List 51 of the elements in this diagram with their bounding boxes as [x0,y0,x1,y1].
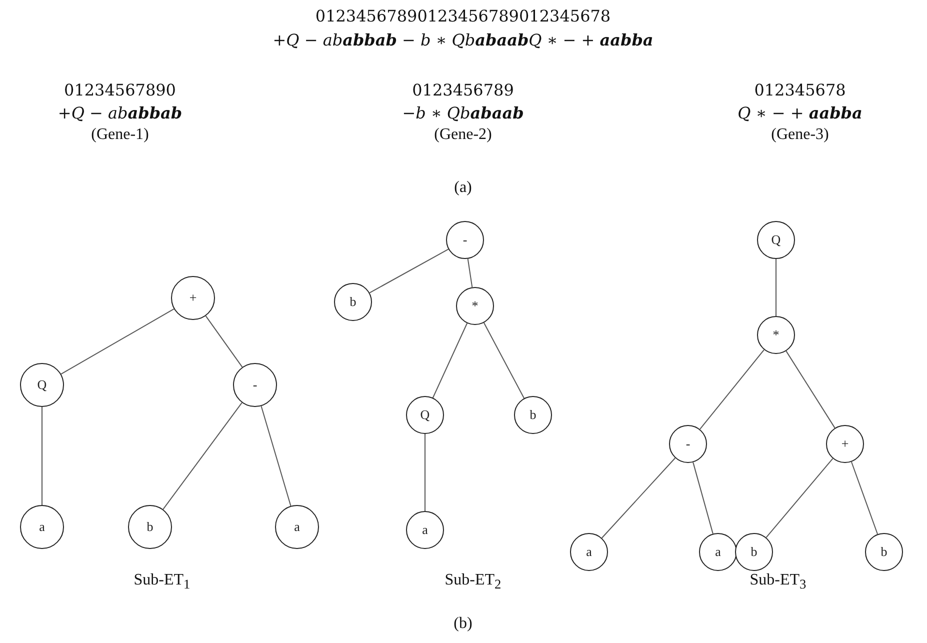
tree-node: a [406,511,444,549]
tree-branch [424,434,426,512]
tree-caption: Sub-ET$_{3}$ [750,571,806,593]
tree-node: b [334,283,372,321]
index-row: 01234567890 [64,80,176,100]
tree-node: - [446,221,484,259]
tree-branch [60,308,174,375]
tree-node: a [275,505,319,549]
tree-branch [850,461,878,535]
tree-node: b [128,505,172,549]
tree-node: a [570,533,608,571]
gene-expression: +Q − ababbab − b ∗ QbabaabQ ∗ − + aabba [272,30,654,50]
tree-branch [205,315,243,368]
tree-node: b [865,533,903,571]
tree-branch [699,349,765,430]
tree-node: + [826,425,864,463]
index-row: 01234567890123456789012345678 [315,6,611,26]
tree-node: - [669,425,707,463]
tree-branch [483,322,525,399]
panel-label: (b) [454,615,472,633]
gene-caption: (Gene-3) [771,126,829,144]
tree-node: b [735,533,773,571]
tree-node: a [20,505,64,549]
gene-caption: (Gene-1) [91,126,149,144]
tree-node: - [233,363,277,407]
index-row: 0123456789 [412,80,514,100]
tree-node: a [699,533,737,571]
tree-branch [162,402,242,510]
tree-node: Q [406,396,444,434]
tree-node: Q [20,363,64,407]
tree-node: + [171,276,215,320]
tree-caption: Sub-ET$_{1}$ [134,571,190,593]
gene-caption: (Gene-2) [434,126,492,144]
tree-branch [369,248,449,294]
tree-branch [766,458,834,538]
gene-expression: Q ∗ − + aabba [738,104,862,122]
tree-node: b [514,396,552,434]
tree-branch [467,258,473,288]
tree-branch [432,322,468,398]
index-row: 012345678 [754,80,846,100]
gene-expression: +Q − ababbab [58,104,182,122]
tree-branch [786,350,836,428]
tree-branch [601,458,676,538]
tree-node: * [757,316,795,354]
tree-node: * [456,287,494,325]
tree-caption: Sub-ET$_{2}$ [444,571,502,593]
tree-node: Q [757,221,795,259]
panel-label: (a) [454,179,472,197]
tree-branch [260,406,292,506]
gene-expression: −b ∗ Qbabaab [402,104,524,122]
tree-branch [692,462,714,534]
